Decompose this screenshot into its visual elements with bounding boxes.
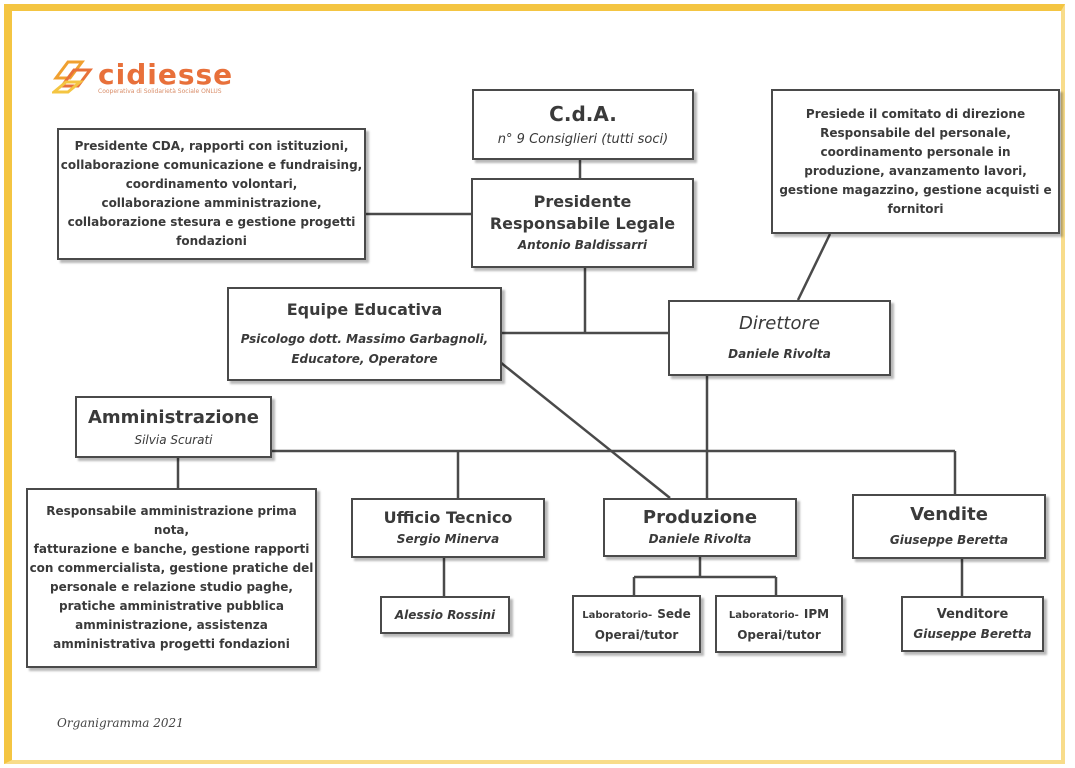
logo-wordmark: cidiesse	[98, 58, 234, 91]
direttore-desc-line: gestione magazzino, gestione acquisti e	[779, 182, 1052, 197]
presidente-desc-line: collaborazione stesura e gestione proget…	[67, 215, 356, 229]
amministrazione-desc-line: con commercialista, gestione pratiche de…	[29, 561, 314, 575]
amministrazione-desc-line: Responsabile amministrazione prima nota,	[46, 504, 297, 537]
direttore-desc-line: Presiede il comitato di direzione	[805, 106, 1026, 121]
amministrazione-desc-line: amministrativa progetti fondazioni	[53, 637, 290, 651]
lab-sede-place: Sede	[657, 607, 691, 621]
direttore-desc-line: produzione, avanzamento lavori,	[804, 163, 1027, 178]
lab-ipm-label: Laboratorio- IPM	[729, 603, 829, 626]
presidente-box: Presidente Responsabile Legale Antonio B…	[471, 178, 694, 268]
produzione-box: Produzione Daniele Rivolta	[603, 498, 797, 557]
rossini-box: Alessio Rossini	[380, 596, 510, 634]
amministrazione-box: Amministrazione Silvia Scurati	[75, 396, 272, 458]
ufficio-tecnico-box: Ufficio Tecnico Sergio Minerva	[351, 498, 545, 558]
presidente-name: Antonio Baldissarri	[517, 238, 648, 252]
presidente-desc-line: fondazioni	[176, 234, 247, 248]
lab-sede-box: Laboratorio- Sede Operai/tutor	[572, 595, 701, 653]
equipe-line2: Educatore, Operatore	[291, 352, 438, 366]
logo-subtitle: Cooperativa di Solidarietà Sociale ONLUS	[98, 88, 222, 95]
produzione-title: Produzione	[642, 506, 758, 528]
presidente-description-box: Presidente CDA, rapporti con istituzioni…	[57, 128, 366, 260]
vendite-box: Vendite Giuseppe Beretta	[852, 494, 1046, 559]
vendite-title: Vendite	[910, 503, 988, 525]
amministrazione-desc-line: fatturazione e banche, gestione rapporti	[33, 542, 310, 556]
venditore-box: Venditore Giuseppe Beretta	[901, 596, 1044, 652]
direttore-box: Direttore Daniele Rivolta	[668, 300, 891, 376]
lab-sede-label: Laboratorio- Sede	[582, 603, 690, 626]
cda-box: C.d.A. n° 9 Consiglieri (tutti soci)	[472, 89, 694, 160]
equipe-line1: Psicologo dott. Massimo Garbagnoli,	[240, 332, 489, 346]
amministrazione-name: Silvia Scurati	[134, 433, 213, 447]
lab-ipm-prefix: Laboratorio-	[728, 610, 799, 621]
lab-sede-role: Operai/tutor	[594, 628, 679, 642]
amministrazione-desc-line: pratiche amministrative pubblica	[59, 599, 284, 613]
direttore-desc-line: fornitori	[887, 201, 944, 216]
rossini-name: Alessio Rossini	[394, 608, 496, 622]
lab-sede-prefix: Laboratorio-	[582, 610, 653, 621]
amministrazione-title: Amministrazione	[88, 407, 259, 428]
equipe-educativa-box: Equipe Educativa Psicologo dott. Massimo…	[227, 287, 502, 381]
presidente-desc-line: collaborazione comunicazione e fundraisi…	[60, 158, 363, 172]
presidente-desc-line: coordinamento volontari,	[125, 177, 298, 191]
vendite-name: Giuseppe Beretta	[889, 532, 1009, 547]
footer-caption: Organigramma 2021	[57, 716, 184, 730]
equipe-to-produzione	[499, 361, 671, 499]
cda-title: C.d.A.	[549, 102, 617, 126]
presidente-desc-line: collaborazione amministrazione,	[101, 196, 322, 210]
produzione-name: Daniele Rivolta	[648, 531, 752, 546]
lab-ipm-box: Laboratorio- IPM Operai/tutor	[715, 595, 843, 653]
cda-subtitle: n° 9 Consiglieri (tutti soci)	[497, 132, 669, 147]
ufficio-tecnico-name: Sergio Minerva	[396, 532, 500, 546]
lab-ipm-role: Operai/tutor	[737, 628, 821, 642]
logo-mark-icon	[52, 60, 93, 94]
amministrazione-desc-line: amministrazione, assistenza	[75, 618, 268, 632]
venditore-title: Venditore	[936, 606, 1009, 622]
presidente-title: Presidente	[533, 192, 632, 211]
direttore-title: Direttore	[739, 312, 820, 334]
direttore-desc-line: Responsabile del personale,	[820, 125, 1011, 140]
equipe-title: Equipe Educativa	[286, 300, 443, 319]
page-frame	[4, 4, 1065, 764]
amministrazione-description-box: Responsabile amministrazione prima nota,…	[26, 488, 317, 668]
ufficio-tecnico-title: Ufficio Tecnico	[383, 508, 513, 527]
direttore-desc-link	[796, 233, 832, 301]
presidente-desc-line: Presidente CDA, rapporti con istituzioni…	[74, 139, 349, 153]
presidente-role: Responsabile Legale	[489, 214, 676, 233]
direttore-name: Daniele Rivolta	[728, 346, 831, 361]
direttore-description-box: Presiede il comitato di direzione Respon…	[771, 89, 1060, 234]
lab-ipm-place: IPM	[803, 607, 830, 621]
direttore-desc-line: coordinamento personale in	[820, 144, 1011, 159]
amministrazione-desc-line: personale e relazione studio paghe,	[50, 580, 293, 594]
logo: cidiesse Cooperativa di Solidarietà Soci…	[50, 58, 250, 104]
venditore-name: Giuseppe Beretta	[913, 626, 1032, 641]
